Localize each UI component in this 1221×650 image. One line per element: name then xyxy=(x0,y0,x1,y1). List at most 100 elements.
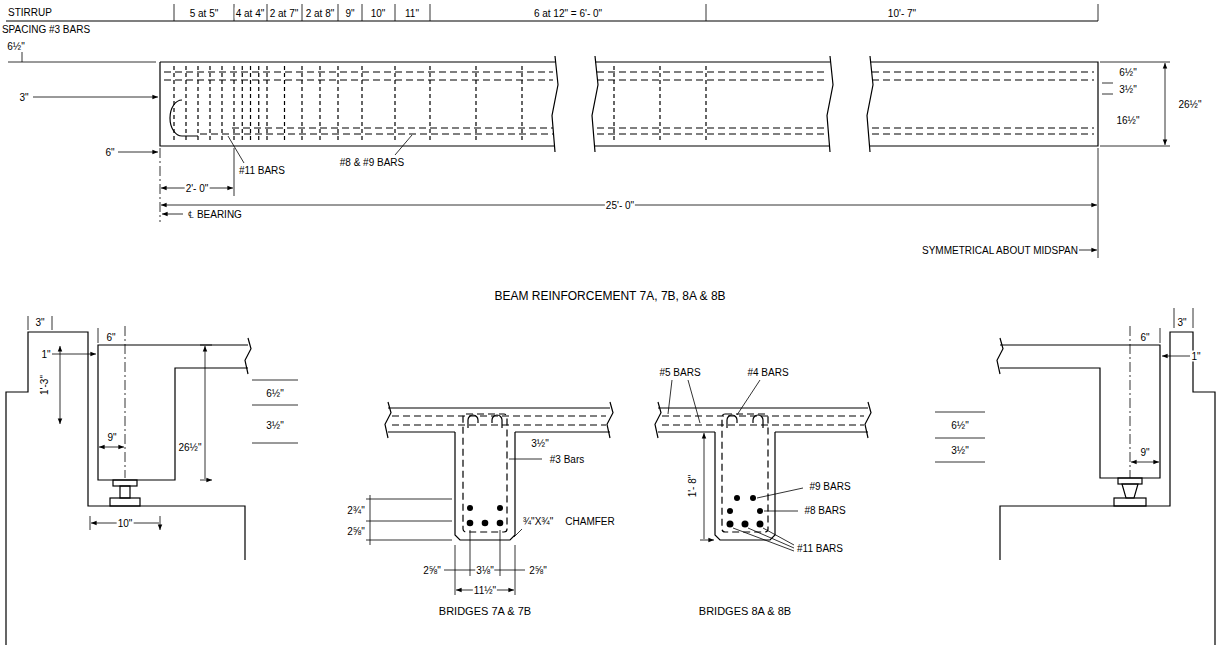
break-line xyxy=(592,56,598,152)
slab-depth-lines xyxy=(252,380,298,443)
drawing-label: 3½" xyxy=(950,445,969,456)
drawing-label: #3 Bars xyxy=(549,454,585,465)
stirrup xyxy=(301,66,302,141)
drawing-label: 1" xyxy=(40,349,51,360)
stirrup xyxy=(319,66,320,141)
drawing-label: 11½" xyxy=(473,585,497,596)
drawing-label: 10" xyxy=(117,518,134,529)
dimension-line xyxy=(8,52,156,62)
dimension-arrow xyxy=(162,214,183,215)
drawing-label: SYMMETRICAL ABOUT MIDSPAN xyxy=(921,245,1079,256)
leader-line xyxy=(514,529,522,537)
bearing-plate xyxy=(113,480,137,486)
section-caption: BRIDGES 7A & 7B xyxy=(438,605,532,617)
stirrup xyxy=(361,66,362,141)
drawing-label: #9 BARS xyxy=(808,481,851,492)
bar-hook xyxy=(727,415,763,428)
section-8a xyxy=(658,408,868,540)
stirrup xyxy=(337,66,338,141)
stirrup xyxy=(233,66,234,141)
stirrup xyxy=(221,66,222,141)
drawing-label: 6½" xyxy=(1118,67,1137,78)
section-caption: BRIDGES 8A & 8B xyxy=(698,605,792,617)
leader-line xyxy=(228,136,244,163)
stirrup xyxy=(242,66,243,141)
stirrup xyxy=(173,66,174,141)
stirrup xyxy=(185,66,186,141)
drawing-label: 3" xyxy=(18,92,29,103)
drawing-label: 6½" xyxy=(950,420,969,431)
dimension-arrow xyxy=(1162,356,1190,357)
drawing-label: 6 at 12" = 6'- 0" xyxy=(533,8,603,19)
drawing-label: 2 at 8" xyxy=(305,8,336,19)
stirrup xyxy=(394,66,395,141)
extension-line xyxy=(455,530,515,595)
drawing-label: 1'- 8" xyxy=(687,474,698,499)
drawing-label: 3½" xyxy=(265,420,284,431)
slab-depth-lines xyxy=(935,412,985,462)
abutment xyxy=(1000,332,1215,645)
break-line xyxy=(827,56,833,152)
drawing-label: 10" xyxy=(370,8,387,19)
dimension-line xyxy=(90,516,160,530)
break-line xyxy=(867,56,873,152)
stirrup xyxy=(475,66,476,141)
extension-line xyxy=(366,495,452,545)
drawing-label: CHAMFER xyxy=(564,516,615,527)
spacing-line xyxy=(6,20,1098,21)
drawing-label: 6½" xyxy=(265,388,284,399)
drawing-caption: BEAM REINFORCEMENT 7A, 7B, 8A & 8B xyxy=(493,290,726,303)
stirrup xyxy=(613,66,614,141)
break-line xyxy=(552,56,558,152)
stirrup xyxy=(521,66,522,141)
drawing-label: 26½" xyxy=(177,442,202,453)
spacing-ticks xyxy=(174,4,1098,21)
bearing-base xyxy=(1114,498,1146,506)
dimension-arrow xyxy=(1079,250,1097,251)
slab-bars xyxy=(392,416,606,425)
drawing-label: 9" xyxy=(1139,447,1150,458)
drawing-label: 9" xyxy=(344,8,355,19)
dimension-line xyxy=(99,447,124,448)
drawing-label: ℄ BEARING xyxy=(187,209,243,220)
drawing-label: #11 BARS xyxy=(238,165,286,176)
dimension-arrow xyxy=(52,354,96,355)
drawing-label: 3½" xyxy=(530,438,549,449)
drawing-label: 3" xyxy=(1176,317,1187,328)
stirrup xyxy=(197,66,198,141)
leader-line xyxy=(395,135,412,155)
drawing-label: #11 BARS xyxy=(796,543,844,554)
stirrup xyxy=(722,414,768,532)
dimension-line xyxy=(700,433,714,540)
extension-line xyxy=(1160,308,1193,343)
drawing-label: 1'-3" xyxy=(39,374,50,396)
drawing-label: 25'- 0" xyxy=(605,200,635,211)
bearing-rocker xyxy=(1122,484,1138,498)
beam-elevation xyxy=(160,62,1098,146)
drawing-label: 5 at 5" xyxy=(189,8,220,19)
drawing-label: 26½" xyxy=(1177,99,1202,110)
drawing-label: 2 at 7" xyxy=(269,8,300,19)
stirrup xyxy=(266,66,267,141)
bearing-post xyxy=(120,486,130,498)
stirrup xyxy=(284,66,285,141)
leader-line xyxy=(668,380,760,423)
drawing-label: 2⅝" xyxy=(346,526,365,537)
drawing-label: 9" xyxy=(106,432,117,443)
bearing-centerline xyxy=(1130,326,1131,478)
drawing-label: #5 BARS xyxy=(658,367,701,378)
leader-line xyxy=(733,488,803,551)
extension-line xyxy=(234,148,235,196)
beam-end xyxy=(1000,345,1160,478)
drawing-label: #8 & #9 BARS xyxy=(339,157,405,168)
stirrup xyxy=(250,66,251,141)
drawing-label: 3⅛" xyxy=(475,565,494,576)
drawing-label: 2¾" xyxy=(346,505,365,516)
dimension-line xyxy=(60,346,61,424)
bearing-centerline xyxy=(125,326,126,478)
drawing-label: 6" xyxy=(104,147,115,158)
stirrup xyxy=(209,66,210,141)
drawing-label: 6½" xyxy=(6,41,25,52)
